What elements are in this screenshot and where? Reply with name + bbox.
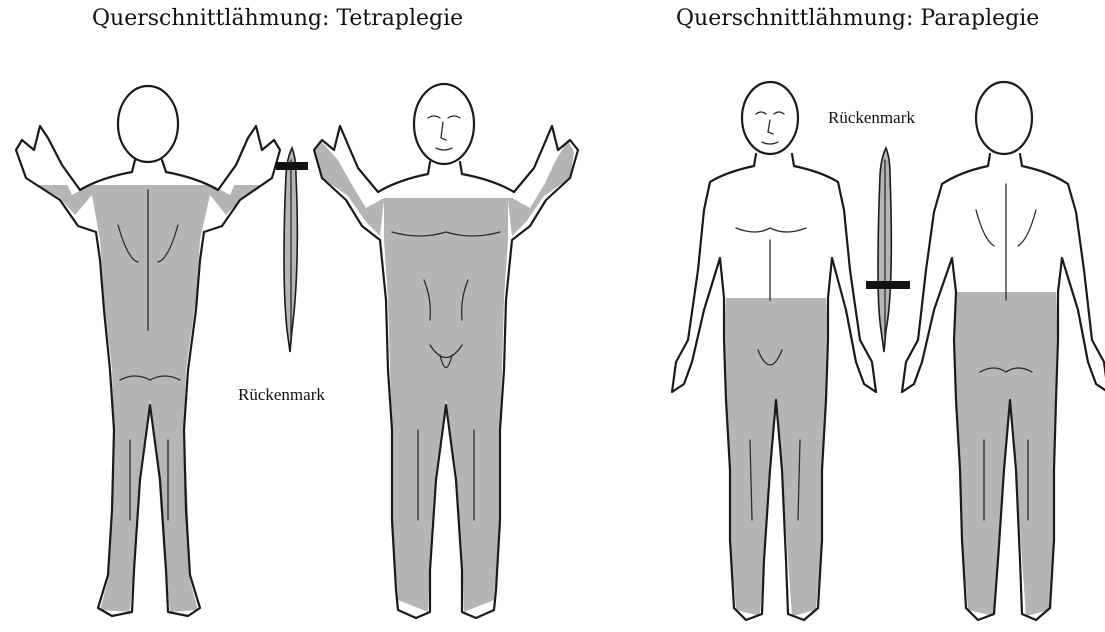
paraplegia-panel: Querschnittlähmung: Paraplegie <box>580 0 1105 632</box>
paraplegia-lesion-marker <box>866 281 910 289</box>
tetraplegia-spinal-cord <box>276 148 308 352</box>
tetraplegia-illustration <box>0 0 580 632</box>
paraplegia-front-paralyzed-area <box>724 298 828 616</box>
tetraplegia-lesion-marker <box>276 162 308 170</box>
paraplegia-front-figure <box>672 82 876 620</box>
tetraplegia-spinal-cord-label: Rückenmark <box>238 385 325 405</box>
tetraplegia-front-figure <box>314 84 578 618</box>
tetraplegia-back-figure <box>16 86 280 616</box>
paraplegia-back-figure <box>902 82 1105 620</box>
paraplegia-spinal-cord <box>866 148 910 352</box>
paraplegia-illustration <box>580 0 1105 632</box>
tetraplegia-panel: Querschnittlähmung: Tetraplegie <box>0 0 580 632</box>
paraplegia-spinal-cord-label: Rückenmark <box>828 108 915 128</box>
